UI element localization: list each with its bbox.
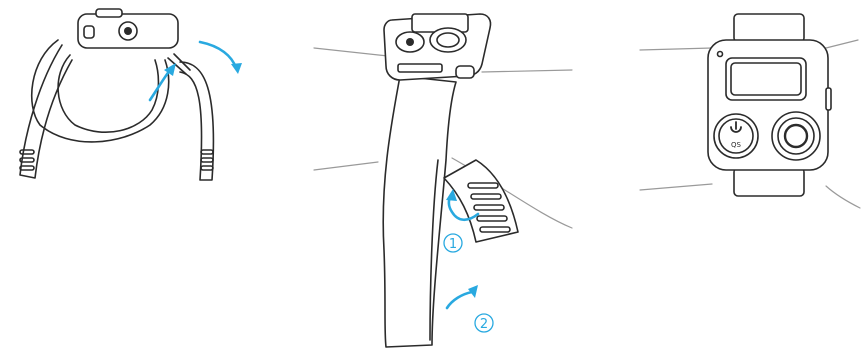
strap-end [444, 160, 518, 242]
strap-inner-loop [58, 55, 158, 132]
remote-screen [726, 58, 806, 100]
strap-bottom [734, 168, 804, 196]
panel-thread-strap [20, 9, 242, 180]
arm-line [314, 48, 388, 56]
strap-top [734, 14, 804, 42]
remote-side-key [826, 88, 831, 110]
arm-line [640, 48, 712, 50]
curved-arrow-icon [200, 42, 236, 68]
remote-button-right [430, 28, 466, 52]
curved-arrow-icon [447, 292, 472, 308]
remote-top-bump [96, 9, 122, 17]
long-strap [383, 76, 456, 347]
arm-line [826, 40, 858, 48]
strap-right-holes [201, 150, 213, 170]
brand-logo-icon [124, 27, 132, 35]
arm-line [314, 162, 378, 170]
arm-line [482, 70, 572, 72]
arm-line [640, 184, 712, 190]
shutter-button [772, 112, 820, 160]
panel-worn-remote: QS [640, 14, 860, 208]
qs-label: QS [731, 141, 742, 149]
brand-logo-icon [406, 38, 414, 46]
qs-button [714, 114, 758, 158]
remote-bottom-strip [398, 64, 442, 72]
panel-wrap-strap: 1 2 [314, 14, 572, 347]
step-1-label: 1 [449, 237, 457, 252]
step-2-label: 2 [480, 317, 488, 332]
arm-line [826, 186, 860, 208]
remote-side-port [456, 66, 474, 78]
strap-outer-loop [32, 40, 169, 142]
